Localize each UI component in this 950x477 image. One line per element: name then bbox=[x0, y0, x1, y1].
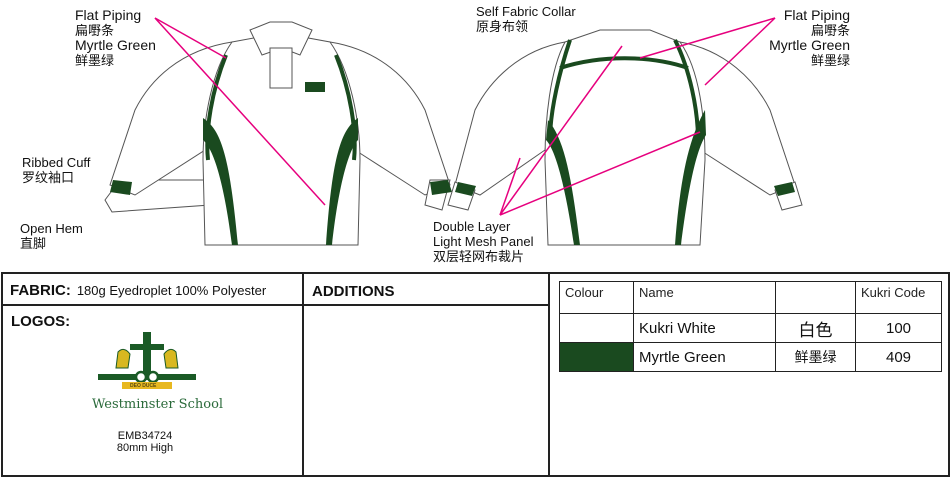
annotation-lines bbox=[154, 17, 776, 216]
fabric-label: FABRIC: bbox=[10, 282, 71, 299]
cuff-label: Ribbed Cuff 罗纹袖口 bbox=[22, 155, 90, 185]
header-name: Name bbox=[633, 281, 776, 314]
label-en: Open Hem bbox=[20, 221, 83, 236]
label-line2: Light Mesh Panel bbox=[433, 234, 534, 249]
label-en: Ribbed Cuff bbox=[22, 155, 91, 170]
colour-name-zh: 鲜墨绿 bbox=[775, 342, 856, 372]
colour-code: 100 bbox=[855, 313, 942, 343]
crest-icon bbox=[98, 332, 196, 389]
label-line1: Double Layer bbox=[433, 219, 511, 234]
fabric-value: 180g Eyedroplet 100% Polyester bbox=[76, 283, 267, 298]
divider bbox=[1, 304, 548, 306]
label-en: Self Fabric Collar bbox=[476, 4, 576, 19]
garment-drawings bbox=[104, 17, 803, 246]
back-piping-label: Flat Piping 扁嘢条 Myrtle Green 鲜墨绿 bbox=[769, 7, 850, 69]
divider bbox=[302, 272, 304, 475]
back-mesh-panels bbox=[455, 110, 795, 245]
logo-school-name: Westminster School bbox=[92, 397, 224, 412]
additions-label: ADDITIONS bbox=[312, 283, 395, 300]
colour-swatch bbox=[559, 313, 634, 343]
label-color-en: Myrtle Green bbox=[769, 37, 850, 53]
colour-name: Myrtle Green bbox=[633, 342, 776, 372]
header-colour: Colour bbox=[559, 281, 634, 314]
label-zh: 扁嘢条 bbox=[75, 23, 115, 38]
divider bbox=[548, 272, 550, 475]
front-mesh-panels bbox=[110, 118, 452, 245]
logos-label: LOGOS: bbox=[11, 313, 71, 330]
back-shirt bbox=[447, 29, 803, 246]
label-zh: 双层轻网布裁片 bbox=[433, 249, 525, 264]
logo-info: EMB34724 80mm High bbox=[95, 430, 195, 454]
mesh-label: Double Layer Light Mesh Panel 双层轻网布裁片 bbox=[433, 219, 533, 264]
logo-motto: DEO DUCE bbox=[130, 383, 157, 389]
label-en: Flat Piping bbox=[783, 7, 850, 23]
header-code: Kukri Code bbox=[855, 281, 942, 314]
fabric-row: FABRIC: 180g Eyedroplet 100% Polyester bbox=[10, 282, 266, 299]
hem-label: Open Hem 直脚 bbox=[20, 221, 83, 251]
logo-code: EMB34724 bbox=[117, 430, 173, 442]
colour-table: Colour Name Kukri Code Kukri White 白色 10… bbox=[559, 281, 942, 372]
front-piping-label: Flat Piping 扁嘢条 Myrtle Green 鲜墨绿 bbox=[75, 7, 156, 69]
label-color-zh: 鲜墨绿 bbox=[810, 53, 850, 68]
front-piping bbox=[205, 54, 357, 161]
colour-name-zh: 白色 bbox=[775, 313, 856, 343]
table-header-row: Colour Name Kukri Code bbox=[559, 281, 942, 314]
colour-name: Kukri White bbox=[633, 313, 776, 343]
school-logo: DEO DUCE Westminster School bbox=[90, 330, 224, 412]
header-chinese bbox=[775, 281, 856, 314]
colour-swatch bbox=[559, 342, 634, 372]
collar-label: Self Fabric Collar 原身布领 bbox=[476, 4, 576, 34]
front-shirt bbox=[104, 21, 451, 246]
label-zh: 直脚 bbox=[20, 236, 47, 251]
label-color-en: Myrtle Green bbox=[75, 37, 156, 53]
label-zh: 扁嘢条 bbox=[810, 23, 850, 38]
logo-size: 80mm High bbox=[116, 442, 174, 454]
table-row: Myrtle Green 鲜墨绿 409 bbox=[559, 342, 942, 372]
label-color-zh: 鲜墨绿 bbox=[75, 53, 115, 68]
label-zh: 原身布领 bbox=[476, 19, 529, 34]
label-en: Flat Piping bbox=[75, 7, 142, 23]
label-zh: 罗纹袖口 bbox=[22, 170, 75, 185]
front-chest-logo bbox=[305, 82, 325, 92]
colour-code: 409 bbox=[855, 342, 942, 372]
table-row: Kukri White 白色 100 bbox=[559, 313, 942, 343]
